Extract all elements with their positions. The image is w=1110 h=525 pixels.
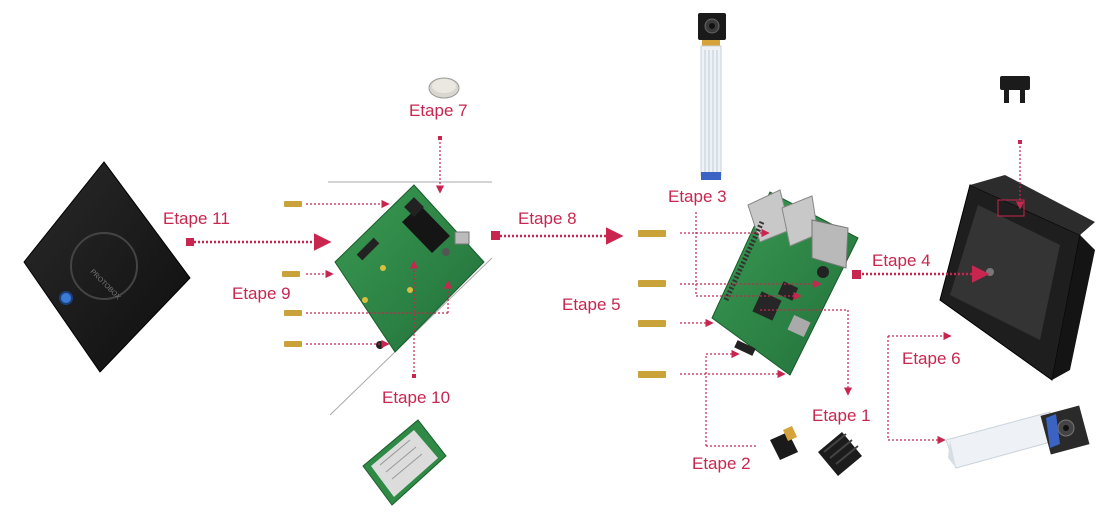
label-step-4: Etape 4 <box>872 251 931 270</box>
msata-ssd <box>362 419 447 506</box>
sd-card <box>770 426 798 460</box>
camera-module-ribbon <box>945 405 1090 469</box>
label-step-8: Etape 8 <box>518 209 577 228</box>
label-step-3: Etape 3 <box>668 187 727 206</box>
anchor-step-4 <box>852 270 861 279</box>
label-step-11: Etape 11 <box>163 209 230 228</box>
label-step-6: Etape 6 <box>902 349 961 368</box>
case-body <box>939 175 1095 381</box>
connection-arrows <box>186 136 1025 447</box>
label-step-10: Etape 10 <box>382 388 451 407</box>
label-step-5: Etape 5 <box>562 295 621 314</box>
heatsink <box>818 432 862 476</box>
label-step-9: Etape 9 <box>232 284 291 303</box>
raspberry-pi-board <box>711 189 859 376</box>
standoffs-hat <box>282 201 302 347</box>
hat-board <box>328 181 493 416</box>
anchor-step-8 <box>491 231 500 240</box>
anchor-step-11 <box>186 238 194 246</box>
standoffs-pi <box>638 230 666 378</box>
fan-connector <box>1000 76 1030 103</box>
power-button-icon <box>59 291 73 305</box>
label-step-7: Etape 7 <box>409 101 468 120</box>
coin-cell-battery <box>428 77 460 99</box>
label-step-2: Etape 2 <box>692 454 751 473</box>
case-lid: PROTOBOX <box>23 161 191 373</box>
label-step-1: Etape 1 <box>812 406 871 425</box>
camera-module-top <box>698 13 726 180</box>
